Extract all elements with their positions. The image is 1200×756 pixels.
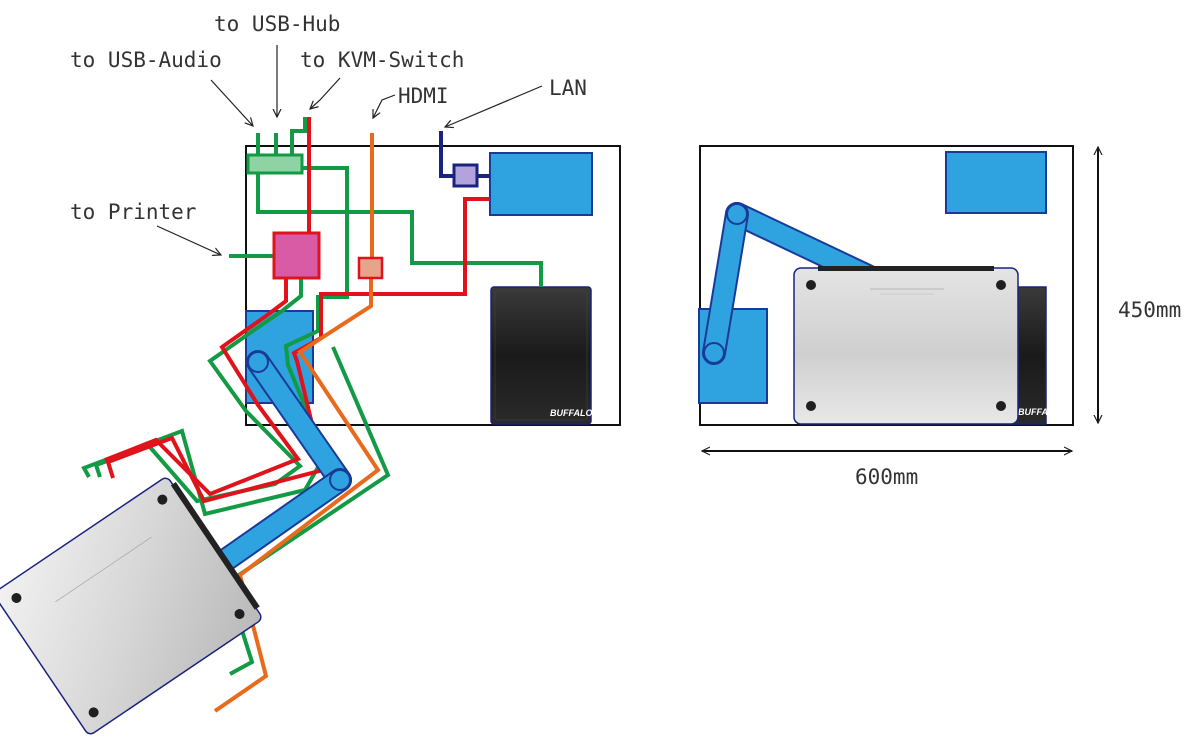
label-hdmi: HDMI — [398, 84, 449, 108]
label-printer: to Printer — [70, 200, 196, 224]
hdd-brand-logo-right: BUFFALO — [1018, 407, 1061, 417]
lan-adapter-box — [452, 163, 479, 188]
monitor-box-left — [489, 152, 593, 216]
monitor-box-right — [945, 151, 1047, 214]
width-dimension-label: 600mm — [855, 465, 918, 489]
label-lan: LAN — [549, 76, 587, 100]
monitor-arm-left — [188, 350, 352, 590]
laptop-left-tilted — [0, 477, 262, 735]
desk-outline-left — [245, 145, 621, 426]
hdmi-adapter-box — [357, 256, 384, 280]
dimension-arrows — [702, 147, 1098, 451]
hdmi-orange-wire — [213, 133, 381, 713]
desk-outline-right — [699, 145, 1074, 426]
left-desk-diagram: BUFFALO — [0, 12, 621, 735]
label-kvm-switch: to KVM-Switch — [300, 48, 464, 72]
external-hdd: BUFFALO — [490, 286, 593, 425]
depth-dimension-label: 450mm — [1118, 298, 1181, 322]
kvm-switch-box — [272, 231, 321, 280]
lan-navy-wire — [439, 131, 490, 178]
label-usb-hub: to USB-Hub — [214, 12, 340, 36]
laptop-right — [793, 266, 1019, 425]
hdd-brand-logo: BUFFALO — [550, 408, 593, 418]
usb-hub-box — [246, 153, 304, 175]
label-usb-audio: to USB-Audio — [70, 48, 222, 72]
leader-arrows — [156, 45, 543, 255]
power-red-wires — [104, 117, 490, 504]
right-desk-diagram: BUFFALO 600mm 450mm — [698, 145, 1181, 489]
